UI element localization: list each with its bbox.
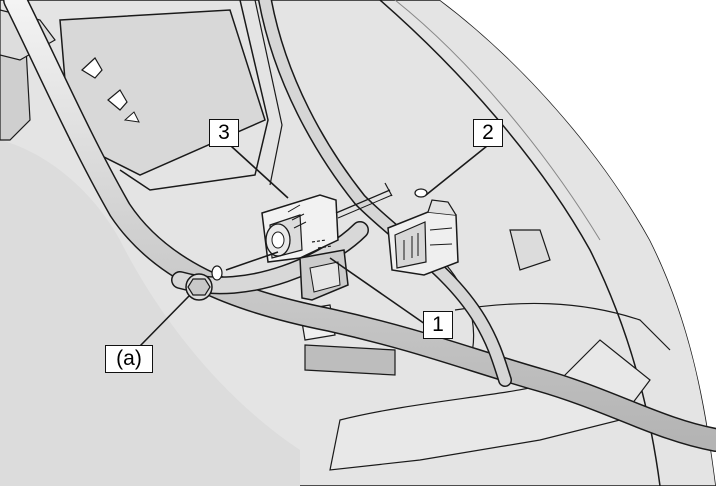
leader-lines bbox=[139, 145, 488, 347]
leader-3 bbox=[230, 145, 289, 199]
leader-a bbox=[139, 295, 190, 347]
callout-part-2: 2 bbox=[473, 119, 503, 147]
connector bbox=[387, 188, 459, 276]
callout-part-3: 3 bbox=[209, 119, 239, 147]
bolt bbox=[185, 265, 223, 301]
callout-point-a: (a) bbox=[105, 345, 153, 373]
leader-1 bbox=[329, 257, 426, 325]
leader-2 bbox=[425, 145, 488, 196]
callout-part-1: 1 bbox=[423, 311, 453, 339]
leader-bolt-to-bracket bbox=[225, 251, 279, 271]
